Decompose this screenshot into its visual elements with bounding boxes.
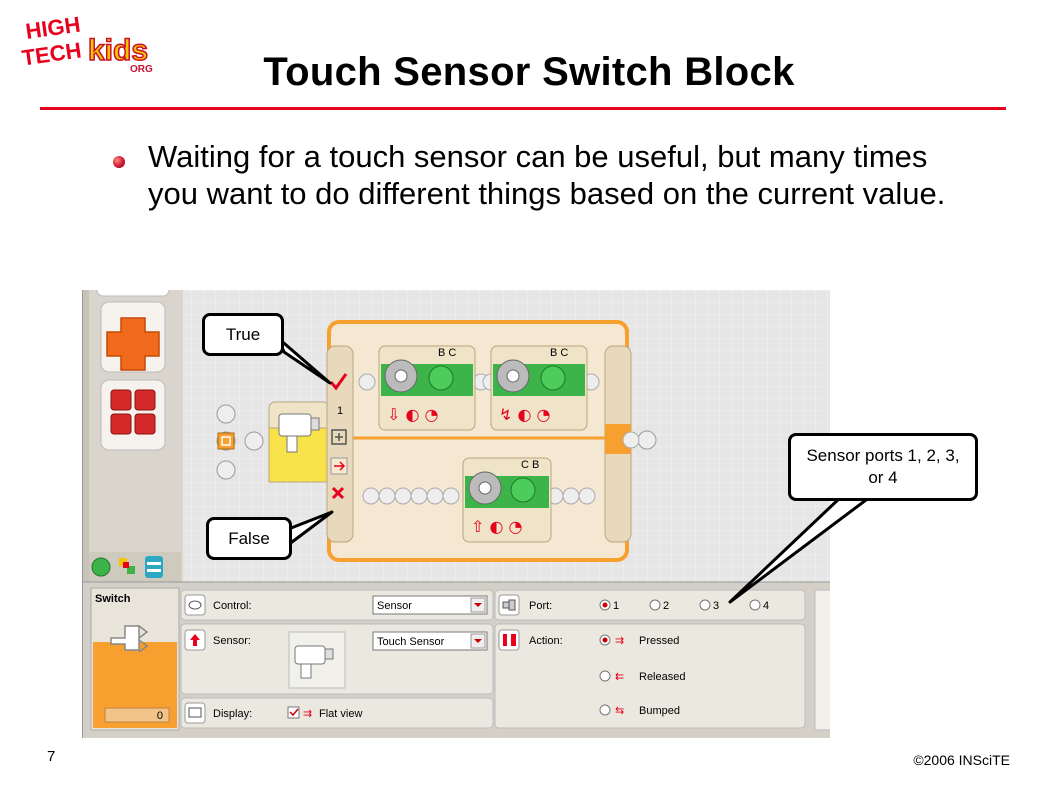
plus-icon [106,317,160,371]
palette-tab-complete-icon[interactable] [119,558,135,574]
sensor-value: Touch Sensor [377,636,445,648]
released-icon: ⇇ [615,670,624,683]
true-checkmark-icon [329,373,348,391]
bumped-icon: ⇆ [615,704,624,717]
action-option-label: Pressed [639,635,679,647]
slide-title: Touch Sensor Switch Block [263,50,795,94]
switch-plug-icon [331,429,347,445]
page-number: 7 [47,748,56,765]
action-option-label: Bumped [639,705,680,717]
palette-complete-button[interactable] [100,379,166,451]
port-option-label: 2 [663,600,669,612]
hightechkids-logo: HIGH TECH kids ORG [20,12,153,74]
motor-ports-label: B C [550,347,568,359]
action-label: Action: [529,635,563,647]
display-label: Display: [213,708,252,720]
sensor-label: Sensor: [213,635,251,647]
control-value: Sensor [377,600,412,612]
false-x-icon [331,486,345,500]
motor-block-2[interactable]: B C ↯ ◐ ◔ [490,345,588,431]
chevron-down-icon [474,603,482,607]
motor-ports-label: C B [521,459,539,471]
chevron-down-icon [474,639,482,643]
motor-ports-label: B C [438,347,456,359]
nxt-software-screenshot: 1 B C ⇩ ◐ ◔ B C ↯ ◐ ◔ C B [82,290,830,738]
port-option-label: 3 [713,600,719,612]
control-label: Control: [213,600,252,612]
port-radio-3[interactable] [699,599,711,611]
switch-port-number: 1 [337,405,343,417]
direction-icon: ⇧ ◐ ◔ [471,517,523,536]
direction-icon: ↯ ◐ ◔ [499,405,551,424]
direction-icon: ⇩ ◐ ◔ [387,405,439,424]
port-label: Port: [529,600,552,612]
palette-tab-custom-icon[interactable] [145,556,163,578]
callout-true: True [202,313,284,356]
display-icon [184,702,206,724]
bullet-text: Waiting for a touch sensor can be useful… [148,139,946,211]
action-radio-bumped[interactable] [599,704,611,716]
block-name-label: Switch [95,593,131,605]
title-rule [40,107,1006,110]
action-option-label: Released [639,671,685,683]
callout-false: False [206,517,292,560]
touch-sensor-preview-icon [294,645,334,679]
flat-view-label: Flat view [319,708,362,720]
flat-view-icon: ⇉ [303,707,312,720]
four-squares-icon [110,389,156,435]
sensor-dropdown[interactable]: Touch Sensor [372,631,488,651]
eye-icon [184,594,206,616]
block-value: 0 [157,710,163,722]
motor-block-3[interactable]: C B ⇧ ◐ ◔ [462,457,552,543]
port-option-label: 1 [613,600,619,612]
port-option-label: 4 [763,600,769,612]
action-radio-released[interactable] [599,670,611,682]
callout-sensor-ports: Sensor ports 1, 2, 3, or 4 [788,433,978,501]
control-dropdown[interactable]: Sensor [372,595,488,615]
flat-view-checkbox[interactable] [287,706,300,719]
action-radio-pressed[interactable] [599,634,611,646]
sequence-start [216,404,264,480]
pressed-icon: ⇉ [615,634,624,647]
switch-block-icon [110,625,149,653]
logo-word: kids [88,34,148,67]
bullet-icon [113,156,125,168]
logo-suffix: ORG [130,64,153,74]
port-radio-2[interactable] [649,599,661,611]
motor-block-1[interactable]: B C ⇩ ◐ ◔ [378,345,476,431]
port-radio-1[interactable] [599,599,611,611]
touch-sensor-icon [278,413,320,453]
palette-tab-common-icon[interactable] [91,557,111,577]
copyright: ©2006 INSciTE [913,752,1010,768]
port-radio-4[interactable] [749,599,761,611]
